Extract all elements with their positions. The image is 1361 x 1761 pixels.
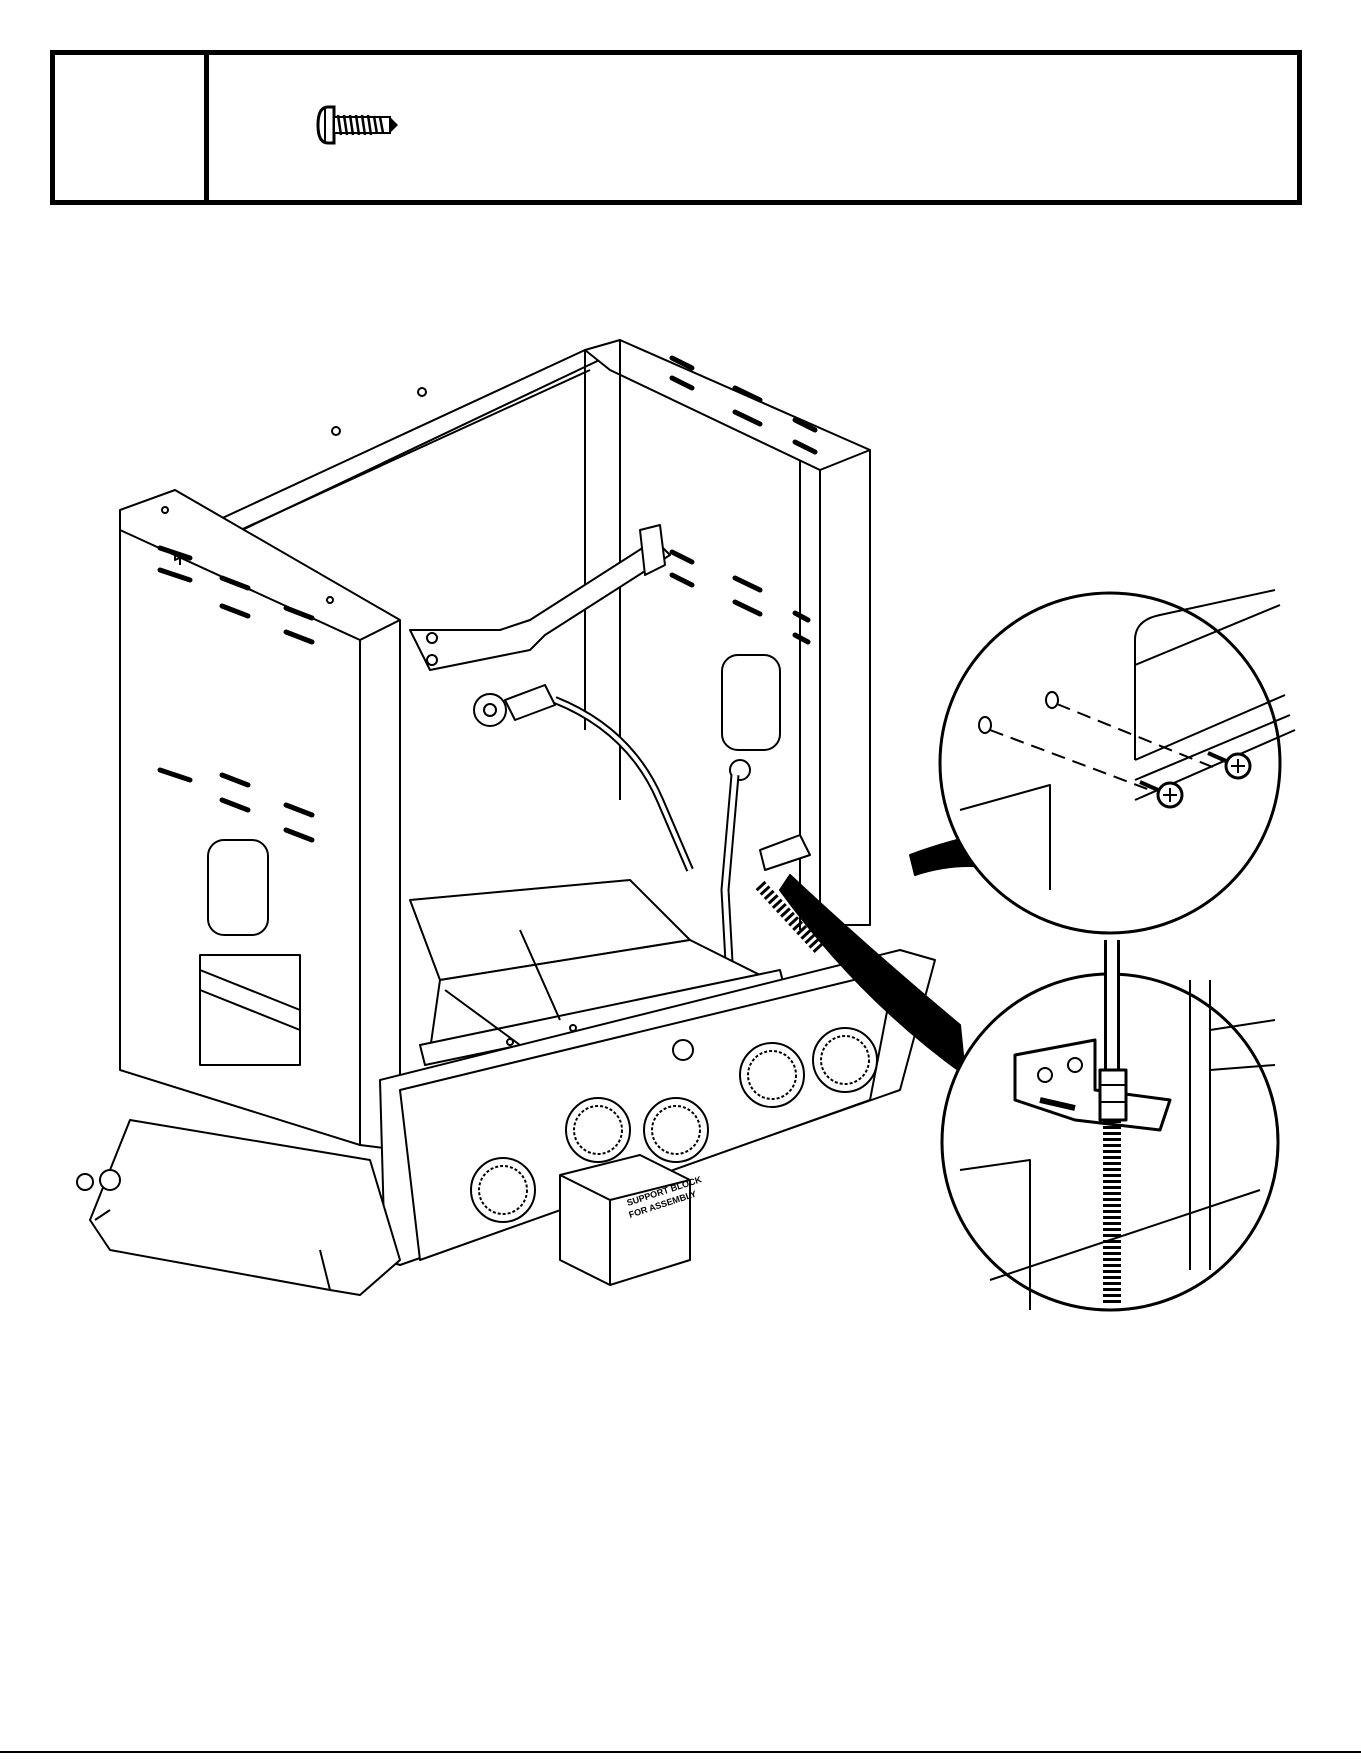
side-handle: [77, 1170, 120, 1190]
hardware-box: [50, 50, 1302, 205]
control-knob-3: [644, 1098, 708, 1162]
igniter-button: [673, 1040, 693, 1060]
screw-detail-callout: [940, 590, 1295, 933]
page-bottom-rule: [0, 1751, 1361, 1753]
control-knob-2: [566, 1098, 630, 1162]
support-block: [560, 1155, 690, 1285]
control-knob-4: [740, 1043, 804, 1107]
left-side-panel: [120, 490, 400, 1150]
gas-hose-bracket-callout: [942, 940, 1278, 1310]
screw-icon: [314, 95, 404, 155]
gas-regulator: [474, 685, 690, 870]
grill-assembly-illustration: SUPPORT BLOCK FOR ASSEMBLY: [0, 330, 1361, 1450]
control-knob-1: [471, 1158, 535, 1222]
hardware-parts-cell: [209, 55, 1297, 200]
step-number-cell: [55, 55, 209, 200]
control-knob-5: [813, 1028, 877, 1092]
cross-brace: [410, 525, 670, 670]
